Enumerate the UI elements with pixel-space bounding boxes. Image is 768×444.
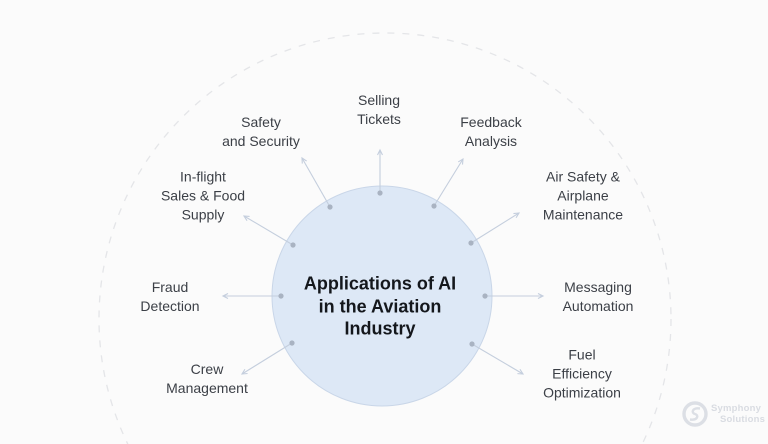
brand-name: Symphony Solutions — [711, 403, 765, 425]
spoke-dot-crew-management — [289, 340, 295, 346]
spoke-arrow-fuel-efficiency — [471, 343, 525, 375]
spoke-dot-air-safety-maintenance — [468, 240, 474, 246]
spoke-arrow-safety-security — [301, 156, 331, 208]
spoke-label-feedback-analysis: Feedback Analysis — [460, 114, 522, 149]
spoke-label-inflight-sales: In-flight Sales & Food Supply — [160, 168, 246, 223]
spoke-label-safety-security: Safety and Security — [222, 114, 300, 149]
spoke-label-fuel-efficiency: Fuel Efficiency Optimization — [543, 346, 621, 401]
spoke-label-selling-tickets: Selling Tickets — [357, 92, 401, 127]
center-title: Applications of AI in the Aviation Indus… — [303, 273, 457, 339]
spoke-arrow-air-safety-maintenance — [470, 212, 521, 244]
spoke-dot-safety-security — [327, 204, 333, 210]
spoke-dot-messaging-automation — [482, 293, 488, 299]
outer-dashed-circle — [98, 32, 672, 444]
spoke-dot-inflight-sales — [290, 242, 296, 248]
brand-name-bottom: Solutions — [720, 414, 766, 425]
spoke-dot-feedback-analysis — [431, 203, 437, 209]
spoke-label-air-safety-maintenance: Air Safety & Airplane Maintenance — [542, 168, 624, 223]
brand-name-top: Symphony — [711, 403, 762, 414]
spoke-arrow-inflight-sales — [242, 215, 294, 246]
spoke-label-fraud-detection: Fraud Detection — [140, 279, 200, 314]
spoke-label-crew-management: Crew Management — [166, 361, 248, 396]
spoke-dot-fuel-efficiency — [469, 341, 475, 347]
spoke-label-messaging-automation: Messaging Automation — [562, 279, 634, 314]
brand-logo: Symphony Solutions — [681, 400, 765, 428]
spoke-dot-selling-tickets — [377, 190, 383, 196]
spoke-arrow-feedback-analysis — [433, 157, 464, 207]
symphony-logo-icon — [682, 401, 708, 427]
spoke-arrow-crew-management — [240, 342, 293, 375]
spoke-dot-fraud-detection — [278, 293, 284, 299]
